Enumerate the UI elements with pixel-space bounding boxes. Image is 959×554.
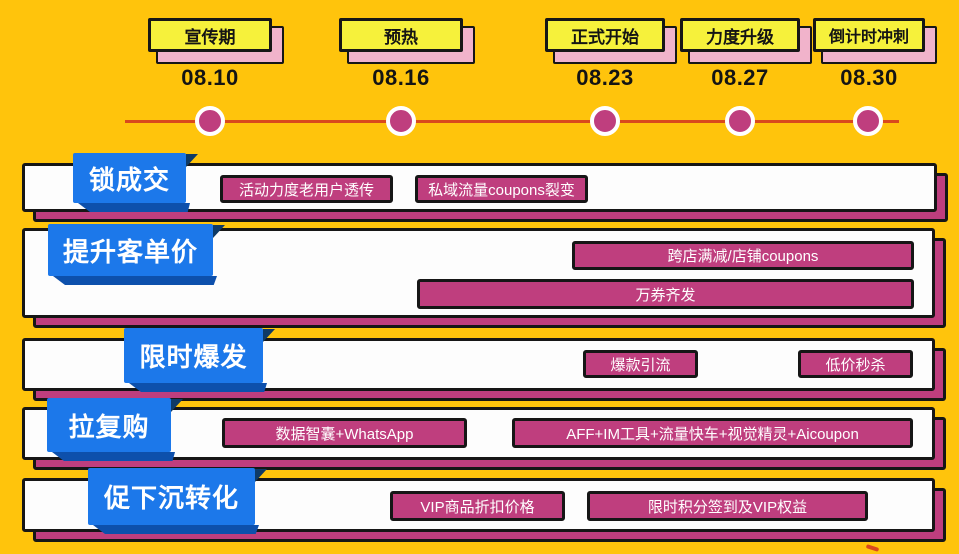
timeline-axis-line [125, 120, 899, 123]
lane-label: 拉复购 [47, 398, 183, 452]
task-bar: 低价秒杀 [798, 350, 913, 378]
lane-label-text: 拉复购 [68, 411, 150, 442]
lane-label-text: 提升客单价 [62, 236, 198, 267]
lane-label: 促下沉转化 [88, 468, 267, 525]
task-bar-text: VIP商品折扣价格 [420, 498, 535, 516]
task-bar-text: 私域流量coupons裂变 [428, 181, 575, 199]
lane-label-text: 锁成交 [88, 164, 170, 195]
task-bar: 限时积分签到及VIP权益 [587, 491, 868, 521]
phase-column-3: 正式开始 08.23 [545, 18, 677, 91]
phase-column-1: 宣传期 08.10 [148, 18, 284, 91]
task-bar: AFF+IM工具+流量快车+视觉精灵+Aicoupon [512, 418, 913, 448]
phase-label: 力度升级 [706, 27, 774, 47]
lane-label-text: 促下沉转化 [103, 483, 239, 513]
lane-label: 锁成交 [73, 153, 198, 203]
timeline-dot-5 [853, 106, 883, 136]
task-bar: 活动力度老用户透传 [220, 175, 393, 203]
task-bar-text: 低价秒杀 [825, 356, 886, 374]
phase-column-5: 倒计时冲刺 08.30 [813, 18, 937, 91]
task-bar: VIP商品折扣价格 [390, 491, 565, 521]
phase-box: 倒计时冲刺 [813, 18, 925, 52]
phase-label: 倒计时冲刺 [828, 29, 909, 46]
task-bar-text: AFF+IM工具+流量快车+视觉精灵+Aicoupon [566, 425, 859, 443]
task-bar: 跨店满减/店铺coupons [572, 241, 914, 270]
phase-column-4: 力度升级 08.27 [680, 18, 812, 91]
lane-label: 提升客单价 [48, 224, 225, 276]
stray-orange-mark [865, 544, 880, 552]
lane-label: 限时爆发 [124, 328, 275, 383]
task-bar-text: 万券齐发 [635, 286, 696, 304]
phase-box: 宣传期 [148, 18, 272, 52]
task-bar: 万券齐发 [417, 279, 914, 309]
phase-date: 08.16 [372, 65, 430, 90]
task-bar: 私域流量coupons裂变 [415, 175, 588, 203]
phase-box: 力度升级 [680, 18, 800, 52]
timeline-dot-1 [195, 106, 225, 136]
task-bar: 数据智囊+WhatsApp [222, 418, 467, 448]
lane-label-text: 限时爆发 [139, 342, 248, 372]
task-bar-text: 限时积分签到及VIP权益 [647, 498, 808, 516]
phase-box: 预热 [339, 18, 463, 52]
task-bar-text: 跨店满减/店铺coupons [667, 248, 819, 265]
timeline-dot-2 [386, 106, 416, 136]
task-bar-text: 爆款引流 [610, 356, 671, 374]
phase-date: 08.23 [576, 65, 634, 90]
phase-date: 08.27 [711, 65, 769, 90]
task-bar-text: 活动力度老用户透传 [238, 181, 374, 199]
phase-date: 08.10 [181, 65, 239, 90]
phase-label: 宣传期 [184, 27, 236, 47]
phase-label: 预热 [384, 27, 418, 47]
phase-column-2: 预热 08.16 [339, 18, 475, 91]
task-bar-text: 数据智囊+WhatsApp [275, 425, 414, 443]
timeline-dot-4 [725, 106, 755, 136]
task-bar: 爆款引流 [583, 350, 698, 378]
timeline-dot-3 [590, 106, 620, 136]
phase-date: 08.30 [840, 65, 898, 90]
phase-label: 正式开始 [571, 27, 639, 47]
phase-box: 正式开始 [545, 18, 665, 52]
